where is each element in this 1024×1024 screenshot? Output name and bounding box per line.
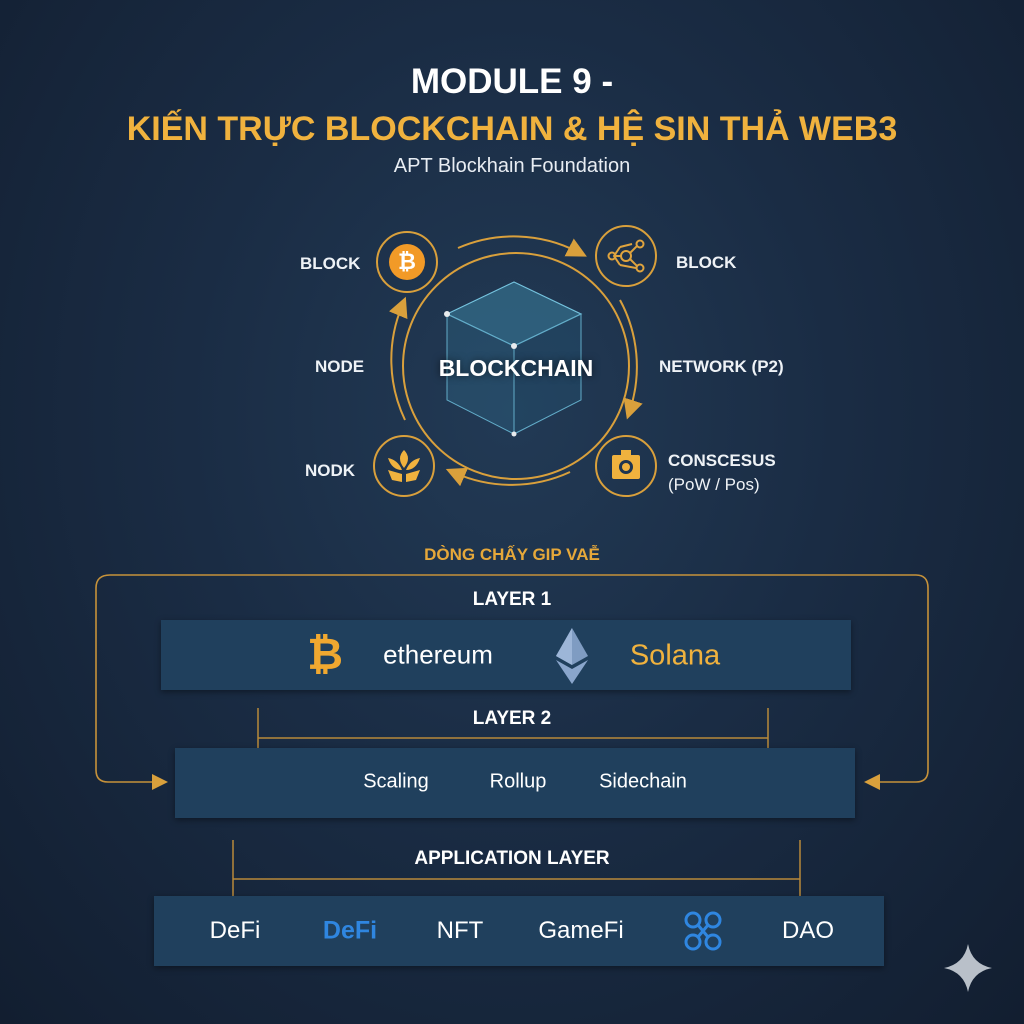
layer1-solana: Solana: [629, 639, 721, 672]
subtitle: APT Blockhain Foundation: [393, 155, 631, 177]
layer1-box: [161, 620, 851, 690]
label-consensus: CONSCESUS: [668, 451, 776, 470]
app-layer-title: APPLICATION LAYER: [414, 848, 610, 869]
blockchain-core-label: BLOCKCHAIN: [438, 355, 594, 381]
label-network: NETWORK (P2): [659, 357, 784, 376]
arrow-left: [388, 296, 408, 421]
sparkle-icon: [944, 944, 992, 992]
layer2-rollup: Rollup: [489, 770, 547, 793]
app-dao: DAO: [781, 917, 835, 944]
title-line1: MODULE 9 -: [410, 62, 614, 101]
flow-right-line: [110, 574, 929, 790]
label-nodk: NODK: [305, 461, 356, 480]
arrow-top: [457, 235, 587, 257]
arrow-bottom: [445, 467, 571, 487]
lotus-hands-icon: [388, 450, 420, 482]
layer2-sidechain: Sidechain: [599, 770, 687, 793]
ethereum-diamond-icon: [556, 628, 588, 684]
bitcoin-icon: ₿: [389, 244, 425, 280]
label-consensus-type: (PoW / Pos): [668, 475, 760, 494]
app-nft: NFT: [436, 917, 484, 944]
app-gamefi: GameFi: [538, 917, 624, 944]
layer2-box: [175, 748, 855, 818]
bitcoin-logo-icon: ₿: [307, 630, 343, 679]
label-node: NODE: [315, 357, 365, 376]
flow-left-line: [95, 574, 168, 790]
app-defi-logo: DeFi: [322, 916, 378, 945]
layer2-scaling: Scaling: [363, 770, 429, 793]
network-node: [595, 225, 657, 287]
flow-title: DÒNG CHẤY GIP VAỄ: [424, 545, 600, 564]
label-block-left: BLOCK: [300, 254, 361, 273]
title-line2: KIẾN TRỰC BLOCKCHAIN & HỆ SIN THẢ WEB3: [126, 110, 898, 148]
consensus-node: [595, 435, 657, 497]
network-icon: [607, 239, 645, 273]
label-block-right: BLOCK: [676, 253, 737, 272]
layer1-ethereum: ethereum: [383, 639, 493, 670]
bitcoin-node: ₿: [376, 231, 438, 293]
app-bracket: [232, 840, 801, 898]
layer2-title: LAYER 2: [472, 708, 552, 729]
dao-network-icon: [684, 911, 722, 951]
consensus-icon: [612, 450, 640, 479]
app-layer-box: [154, 896, 884, 966]
arrow-right: [619, 299, 643, 420]
layer2-bracket: [257, 708, 769, 748]
cube-icon: [444, 281, 583, 437]
node-node: [373, 435, 435, 497]
cycle-ring: [402, 252, 630, 480]
app-defi: DeFi: [209, 917, 261, 944]
layer1-title: LAYER 1: [472, 589, 552, 610]
